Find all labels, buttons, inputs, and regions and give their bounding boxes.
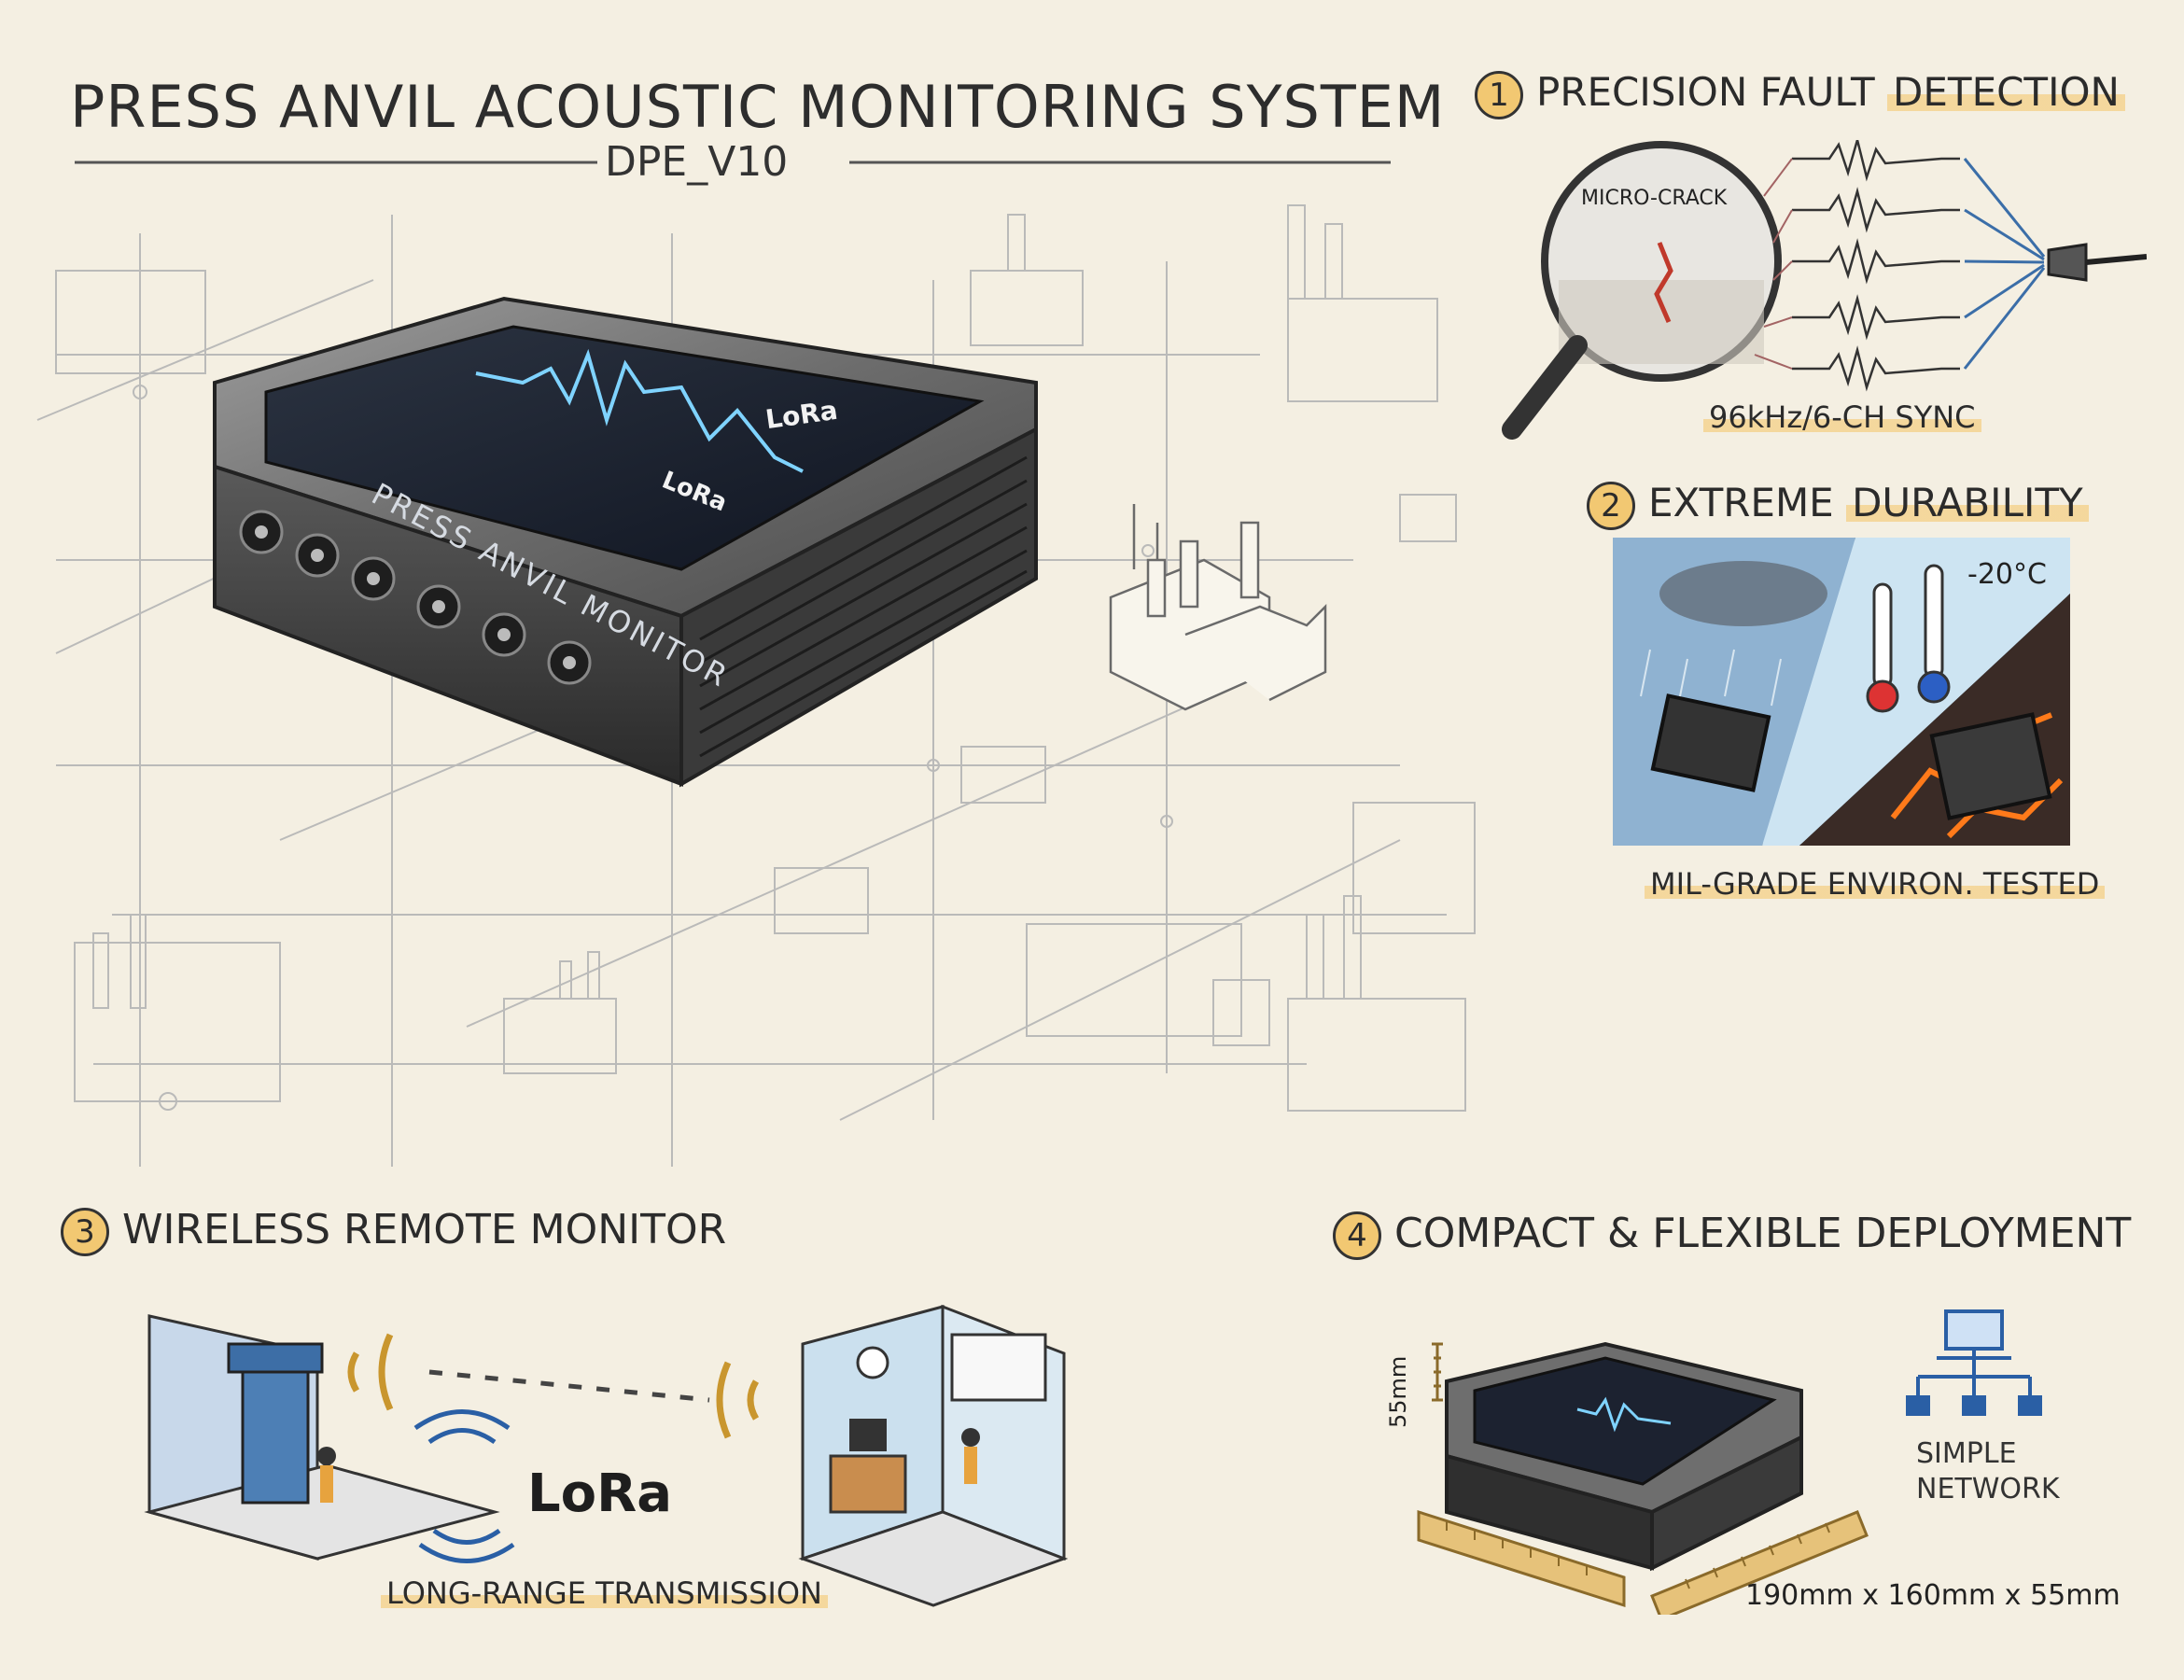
feature-3-caption: LONG-RANGE TRANSMISSION (381, 1575, 828, 1611)
feature-2-title-part-a: EXTREME (1648, 480, 1847, 525)
feature-4-number: 4 (1333, 1211, 1381, 1260)
feature-1-title-part-b: DETECTION (1887, 69, 2125, 115)
network-icon (1906, 1309, 2042, 1416)
page-title: PRESS ANVIL ACOUSTIC MONITORING SYSTEM (70, 73, 1446, 141)
magnifier-label: MICRO-CRACK (1581, 187, 1728, 210)
feature-3-title-text: WIRELESS REMOTE MONITOR (122, 1206, 727, 1253)
feature-1-title-part-a: PRECISION FAULT (1536, 69, 1888, 115)
lora-logo: LoRa (527, 1463, 673, 1524)
feature-4-title-text: COMPACT & FLEXIBLE DEPLOYMENT (1394, 1210, 2132, 1257)
feature-2-number: 2 (1587, 481, 1635, 530)
network-label-line-2: NETWORK (1916, 1473, 2060, 1505)
feature-2-caption: MIL-GRADE ENVIRON. TESTED (1645, 866, 2106, 902)
feature-4-title: 4 COMPACT & FLEXIBLE DEPLOYMENT (1333, 1210, 2131, 1260)
temperature-label: -20°C (1967, 558, 2047, 591)
feature-1-number: 1 (1475, 70, 1523, 119)
fault-detection-illustration (1502, 140, 2147, 440)
model-subtitle: DPE_V10 (605, 138, 789, 186)
wireless-monitor-illustration (144, 1304, 1069, 1607)
feature-2-title: 2 EXTREME DURABILITY (1587, 480, 2089, 530)
title-rule (75, 161, 1391, 164)
durability-illustration (1613, 538, 2070, 846)
feature-3-number: 3 (61, 1208, 109, 1256)
network-label-line-1: SIMPLE (1916, 1437, 2017, 1470)
press-anvil-monitor-device (213, 296, 1038, 788)
feature-3-title: 3 WIRELESS REMOTE MONITOR (61, 1206, 726, 1256)
compact-device-illustration (1417, 1341, 1869, 1615)
feature-1-caption: 96kHz/6-CH SYNC (1703, 399, 1981, 435)
height-label: 55mm (1385, 1355, 1411, 1428)
dimensions-label: 190mm x 160mm x 55mm (1745, 1579, 2121, 1612)
feature-1-title: 1 PRECISION FAULT DETECTION (1475, 69, 2125, 119)
feature-2-title-part-b: DURABILITY (1846, 480, 2089, 525)
